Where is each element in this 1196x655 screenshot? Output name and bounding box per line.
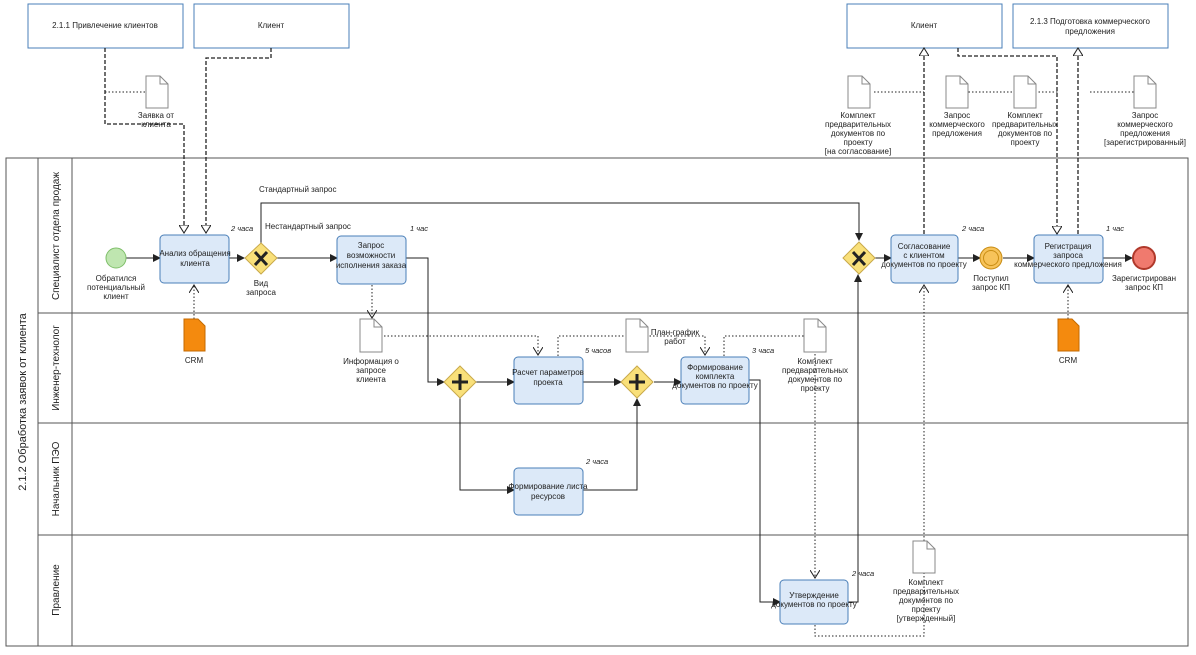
crm-store-icon[interactable]: CRM (183, 318, 206, 365)
duration-label: 1 час (410, 224, 428, 233)
duration-label: 2 часа (585, 457, 608, 466)
duration-label: 2 часа (230, 224, 253, 233)
pool: 2.1.2 Обработка заявок от клиента Специа… (5, 157, 1189, 647)
sequence-flows (126, 202, 1133, 606)
lane-peo: Начальник ПЭО (51, 441, 62, 516)
svg-text:2.1.1 Привлечение клиентов: 2.1.1 Привлечение клиентов (52, 21, 158, 30)
flow-label-nonstandard: Нестандартный запрос (265, 222, 351, 231)
exclusive-gateway[interactable] (842, 241, 876, 275)
external-box[interactable]: Клиент (193, 3, 350, 49)
crm-store-icon[interactable]: CRM (1057, 318, 1080, 365)
svg-text:Клиент: Клиент (911, 21, 938, 30)
duration-label: 2 часа (961, 224, 984, 233)
parallel-gateway[interactable] (443, 365, 477, 399)
parallel-gateway[interactable] (620, 365, 654, 399)
duration-label: 3 часа (752, 346, 774, 355)
lane-board: Правление (51, 564, 62, 616)
duration-label: 2 часа (851, 569, 874, 578)
lane-engineer: Инженер-технолог (51, 325, 62, 411)
external-box[interactable]: 2.1.1 Привлечение клиентов (27, 3, 184, 49)
message-flows (104, 48, 1078, 234)
pool-title: 2.1.2 Обработка заявок от клиента (17, 312, 29, 490)
duration-label: 5 часов (585, 346, 611, 355)
flow-label-standard: Стандартный запрос (259, 185, 336, 194)
svg-text:Клиент: Клиент (258, 21, 285, 30)
svg-text:CRM: CRM (1059, 356, 1078, 365)
lane-sales: Специалист отдела продаж (51, 172, 62, 300)
svg-text:2.1.3 Подготовка коммерческого: 2.1.3 Подготовка коммерческогопредложени… (1030, 17, 1151, 36)
svg-text:CRM: CRM (185, 356, 204, 365)
duration-label: 1 час (1106, 224, 1124, 233)
external-box[interactable]: Клиент (846, 3, 1003, 49)
associations (105, 91, 1134, 637)
